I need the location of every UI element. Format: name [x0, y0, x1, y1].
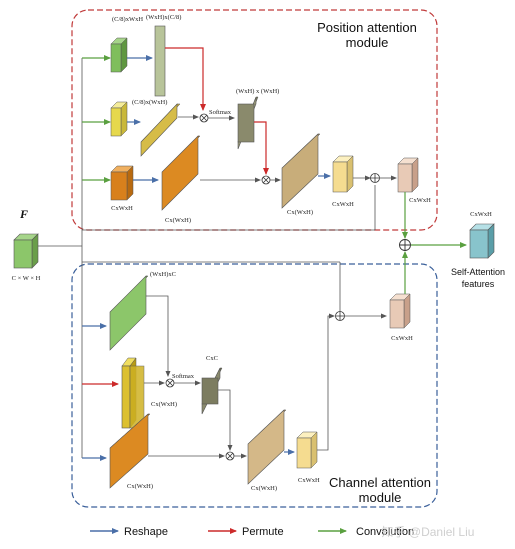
legend-permute-label: Permute [242, 526, 284, 538]
channel-module-title-1: Channel attention [329, 475, 431, 490]
pa-d2-label: Cx(WxH) [165, 217, 191, 224]
ca-output-label: CxWxH [391, 335, 413, 342]
ca-a2-reshaped [109, 413, 151, 489]
output-dims: CxWxH [470, 211, 492, 218]
pa-c-reshaped [140, 103, 181, 157]
output-feature-block [469, 223, 495, 259]
pa-permute-arrow [165, 47, 206, 111]
pa-c2-label: (C/8)x(WxH) [132, 99, 167, 106]
legend-convolution-label: Convolution [356, 526, 414, 538]
pa-permute-arrow-2 [254, 121, 269, 175]
position-module-title-1: Position attention [317, 20, 417, 35]
watermark: 知乎 @Daniel Liu [382, 525, 475, 539]
ca-out-to-sum [317, 313, 335, 451]
ca-matmul-1 [165, 378, 175, 388]
ca-b-label: Cx(WxH) [151, 401, 177, 408]
channel-module-border [71, 263, 438, 508]
pa-output-label: CxWxH [409, 197, 431, 204]
pa-result-slab [281, 133, 321, 209]
legend-reshape-label: Reshape [124, 526, 168, 538]
ca-sum [335, 311, 345, 321]
pa-matmul-1 [199, 113, 209, 123]
pa-b-label: (C/8)xWxH [112, 16, 143, 23]
pa-att-label: (WxH) x (WxH) [236, 88, 279, 95]
input-dims: C × W × H [12, 275, 41, 282]
pa-out-small-label: CxWxH [332, 201, 354, 208]
input-symbol: F [19, 207, 28, 221]
ca-att-to-matmul [218, 389, 233, 451]
ca-attention-map [201, 367, 223, 415]
ca-result-slab [247, 409, 287, 485]
pa-attention-map [237, 96, 259, 150]
ca-out-small-label: CxWxH [298, 477, 320, 484]
pa-d-label: CxWxH [111, 205, 133, 212]
output-label-1: Self-Attention [451, 267, 505, 277]
ca-e-label: Cx(WxH) [251, 485, 277, 492]
channel-module-title-2: module [359, 490, 402, 505]
pa-b-block [110, 37, 128, 73]
ca-a2-label: Cx(WxH) [127, 483, 153, 490]
ca-att-label: CxC [206, 355, 218, 362]
input-trunk [38, 58, 376, 458]
pa-matmul-2 [261, 175, 271, 185]
pa-output-cube [397, 157, 419, 193]
ca-output-cube [389, 293, 411, 329]
ca-out-small [296, 431, 318, 469]
pa-c-block [110, 101, 128, 137]
pa-sum [370, 173, 380, 183]
pa-d-reshaped [161, 135, 201, 211]
input-feature-block [13, 233, 39, 269]
ca-matmul-2 [225, 451, 235, 461]
position-module-title-2: module [346, 35, 389, 50]
pa-out-small [332, 155, 354, 193]
position-module-border [71, 9, 438, 231]
ca-a-label: (WxH)xC [150, 271, 176, 278]
pa-d-block [110, 165, 134, 201]
pa-d3-label: Cx(WxH) [287, 209, 313, 216]
ca-a-reshaped [109, 275, 149, 351]
ca-a-to-matmul [146, 295, 171, 377]
final-sum [399, 239, 411, 251]
pa-b-reshaped [154, 25, 166, 97]
pa-c-label: (WxH)x(C/8) [146, 14, 181, 21]
pa-softmax-label: Softmax [209, 109, 232, 116]
legend: Reshape Permute Convolution [90, 526, 414, 538]
ca-softmax-label: Softmax [172, 373, 195, 380]
ca-b-reshaped [121, 357, 145, 429]
output-label-2: features [462, 279, 495, 289]
